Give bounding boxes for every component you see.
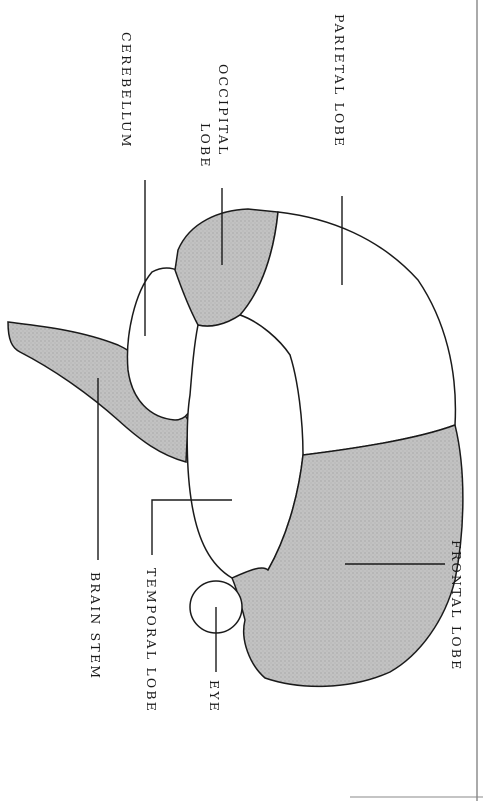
label-parietal-lobe: PARIETAL LOBE bbox=[332, 14, 347, 148]
label-cerebellum: CEREBELLUM bbox=[119, 32, 134, 149]
label-temporal-lobe: TEMPORAL LOBE bbox=[144, 568, 159, 713]
label-frontal-lobe: FRONTAL LOBE bbox=[449, 540, 464, 671]
label-occipital-lobe-line1: OCCIPITAL bbox=[216, 64, 231, 156]
label-eye: EYE bbox=[207, 680, 222, 713]
label-occipital-lobe-line2: LOBE bbox=[198, 123, 213, 169]
label-brain-stem: BRAIN STEM bbox=[88, 572, 103, 680]
